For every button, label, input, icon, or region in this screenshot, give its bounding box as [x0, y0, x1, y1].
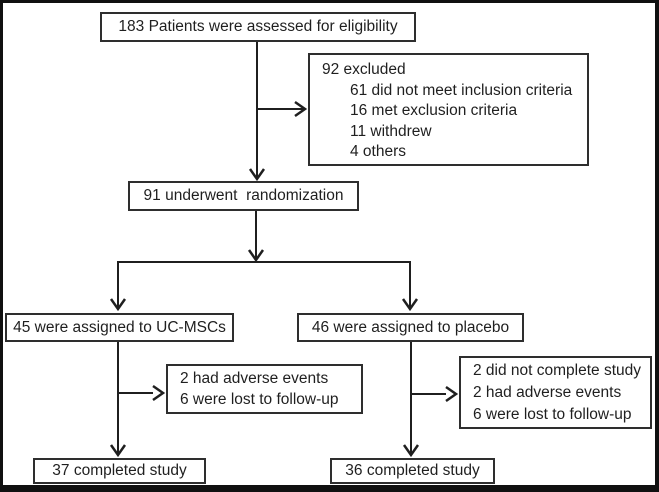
box-ucmsc-dropouts: 2 had adverse events 6 were lost to foll… [166, 364, 363, 414]
box-arm-placebo: 46 were assigned to placebo [297, 313, 524, 342]
placebo-completed-text: 36 completed study [345, 462, 480, 479]
arrowhead-down-ucmsc [109, 298, 127, 312]
placebo-dropout-line: 6 were lost to follow-up [473, 406, 632, 423]
randomization-text: 91 underwent randomization [143, 187, 344, 204]
ucmsc-dropout-line: 2 had adverse events [180, 370, 329, 387]
arm-placebo-text: 46 were assigned to placebo [311, 318, 510, 336]
figure-frame-right [655, 0, 659, 492]
excluded-reason: 16 met exclusion criteria [350, 102, 518, 119]
excluded-reason: 11 withdrew [350, 122, 432, 140]
box-arm-ucmsc: 45 were assigned to UC-MSCs [5, 313, 234, 342]
box-eligibility: 183 Patients were assessed for eligibili… [100, 12, 416, 42]
arrowhead-down-placebo-completed [402, 444, 420, 458]
arrowhead-right-placebo-dropouts [445, 385, 459, 403]
box-randomization: 91 underwent randomization [128, 181, 359, 211]
figure-frame-top [0, 0, 659, 3]
figure-frame-bottom [0, 485, 659, 492]
placebo-dropout-line: 2 had adverse events [473, 384, 622, 401]
arm-ucmsc-text: 45 were assigned to UC-MSCs [13, 318, 226, 336]
ucmsc-completed-text: 37 completed study [52, 462, 187, 479]
figure-frame-left [0, 0, 3, 492]
box-excluded: 92 excluded 61 did not meet inclusion cr… [308, 53, 589, 166]
arrowhead-right-ucmsc-dropouts [152, 384, 166, 402]
arrowhead-down-randomization [248, 168, 266, 182]
placebo-dropout-line: 2 did not complete study [473, 362, 642, 379]
arrowhead-down-ucmsc-completed [109, 444, 127, 458]
ucmsc-dropout-line: 6 were lost to follow-up [180, 391, 339, 408]
excluded-title: 92 excluded [322, 61, 406, 78]
arrowhead-right-excluded [294, 100, 308, 118]
box-placebo-completed: 36 completed study [330, 458, 495, 484]
box-ucmsc-completed: 37 completed study [33, 458, 206, 484]
arrowhead-down-placebo [401, 298, 419, 312]
eligibility-text: 183 Patients were assessed for eligibili… [118, 18, 398, 35]
box-placebo-dropouts: 2 did not complete study 2 had adverse e… [459, 356, 652, 429]
excluded-reason: 4 others [350, 143, 407, 160]
arrowhead-down-split [247, 249, 265, 263]
excluded-reason: 61 did not meet inclusion criteria [350, 81, 573, 99]
